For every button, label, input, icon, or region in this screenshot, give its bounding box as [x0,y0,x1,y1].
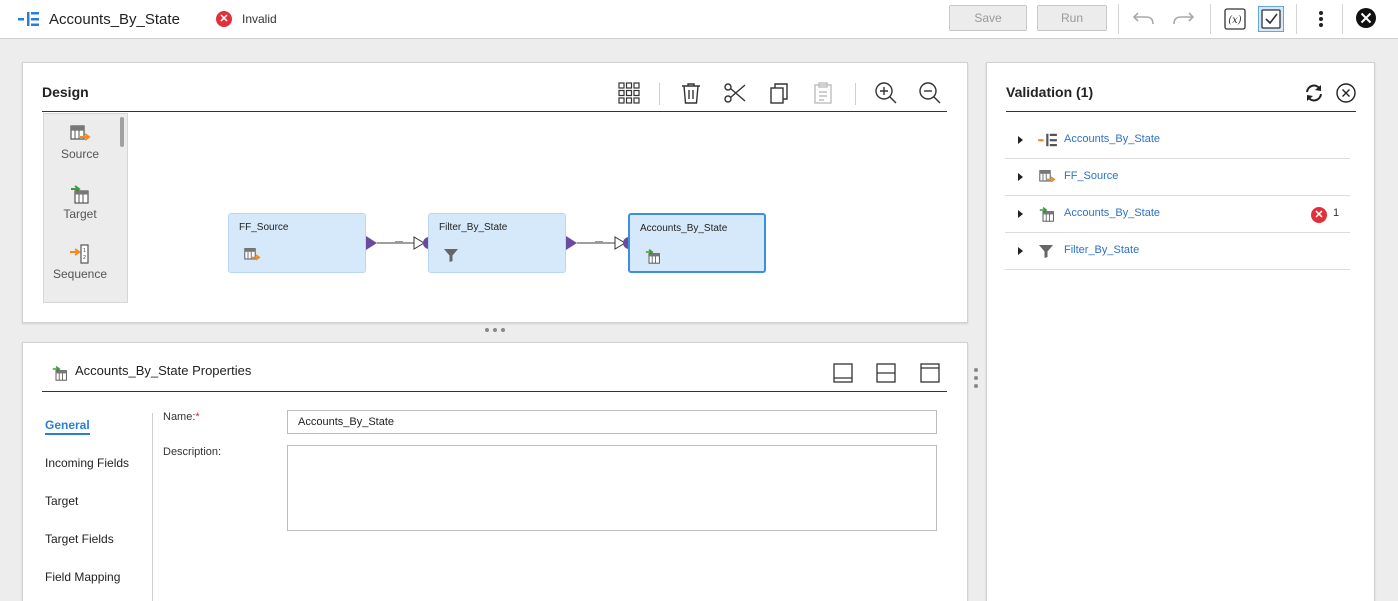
validation-row[interactable]: Filter_By_State [1005,233,1350,270]
expand-caret-icon[interactable] [1018,247,1023,255]
link-ff-to-filter [366,236,435,250]
node-ff-source[interactable]: FF_Source [228,213,366,273]
link-filter-to-target [566,236,635,250]
save-button[interactable]: Save [949,5,1027,31]
validation-row[interactable]: FF_Source [1005,159,1350,196]
palette-label: Target [63,207,97,221]
copy-icon[interactable] [767,81,791,105]
layout-top-icon[interactable] [920,363,940,383]
layout-bottom-icon[interactable] [833,363,853,383]
design-title: Design [42,84,89,100]
validation-row[interactable]: Accounts_By_State ✕ 1 [1005,196,1350,233]
nav-general[interactable]: General [45,418,90,435]
close-icon[interactable] [1353,6,1379,32]
required-marker: * [195,411,200,423]
target-icon [51,365,69,381]
filter-icon [443,247,459,263]
mapping-icon [18,10,40,28]
cut-icon[interactable] [723,81,747,105]
expression-icon[interactable]: (x) [1222,6,1248,32]
error-x-icon: ✕ [1311,207,1327,223]
redo-icon[interactable] [1170,6,1196,32]
description-label: Description: [163,446,222,458]
run-button[interactable]: Run [1037,5,1107,31]
node-label: FF_Source [239,222,289,233]
target-icon [1038,206,1056,222]
nav-target[interactable]: Target [45,494,79,508]
source-icon [243,247,261,263]
validation-item-label[interactable]: Filter_By_State [1064,244,1140,256]
canvas-links [366,236,635,250]
filter-icon [1038,243,1054,259]
nav-target-fields[interactable]: Target Fields [45,532,114,546]
svg-text:1: 1 [83,248,86,254]
expand-caret-icon[interactable] [1018,210,1023,218]
vertical-splitter-grip[interactable] [972,366,980,390]
expand-caret-icon[interactable] [1018,136,1023,144]
node-accounts-by-state[interactable]: Accounts_By_State [628,213,766,273]
source-icon [44,124,116,144]
layout-split-icon[interactable] [876,363,896,383]
validation-item-label[interactable]: FF_Source [1064,170,1119,182]
expand-caret-icon[interactable] [1018,173,1023,181]
mapping-title: Accounts_By_State [49,11,180,28]
close-panel-icon[interactable] [1335,82,1357,104]
design-panel: Design [22,62,968,323]
node-filter-by-state[interactable]: Filter_By_State [428,213,566,273]
zoom-out-icon[interactable] [918,81,942,105]
svg-text:2: 2 [83,255,86,261]
status-text: Invalid [242,12,277,26]
validation-panel: Validation (1) Accounts_By_State FF_Sour… [986,62,1375,601]
palette-scrollbar[interactable] [120,117,124,147]
refresh-icon[interactable] [1303,82,1325,104]
palette-item-source[interactable]: Source [44,124,116,161]
source-icon [1038,169,1056,185]
horizontal-splitter-grip[interactable] [483,326,507,334]
description-field[interactable] [287,445,937,531]
validate-icon[interactable] [1258,6,1284,32]
target-icon [44,184,116,204]
name-label: Name:* [163,411,200,423]
undo-icon[interactable] [1131,6,1157,32]
palette-label: Sequence [52,267,108,281]
target-icon [644,248,662,264]
validation-row[interactable]: Accounts_By_State [1005,122,1350,159]
validation-title: Validation (1) [1006,84,1094,100]
paste-icon[interactable] [811,81,835,105]
properties-title: Accounts_By_State Properties [75,363,252,378]
nav-field-mapping[interactable]: Field Mapping [45,570,121,584]
nav-incoming-fields[interactable]: Incoming Fields [45,456,130,470]
error-count: 1 [1333,207,1340,219]
mapping-icon [1038,132,1058,148]
validation-item-label[interactable]: Accounts_By_State [1064,133,1161,145]
palette-item-target[interactable]: Target [44,184,116,221]
properties-panel: Accounts_By_State Properties General Inc… [22,342,968,601]
error-x-icon: ✕ [216,11,232,27]
validation-item-label[interactable]: Accounts_By_State [1064,207,1161,219]
name-field[interactable] [287,410,937,434]
more-menu-icon[interactable] [1308,6,1334,32]
top-toolbar: Accounts_By_State ✕ Invalid Save Run (x) [0,0,1398,39]
node-label: Filter_By_State [439,222,508,233]
svg-text:(x): (x) [1228,15,1242,26]
node-label: Accounts_By_State [640,223,728,234]
palette-label: Source [60,147,100,161]
delete-icon[interactable] [679,81,703,105]
zoom-in-icon[interactable] [874,81,898,105]
arrange-grid-icon[interactable] [617,81,641,105]
